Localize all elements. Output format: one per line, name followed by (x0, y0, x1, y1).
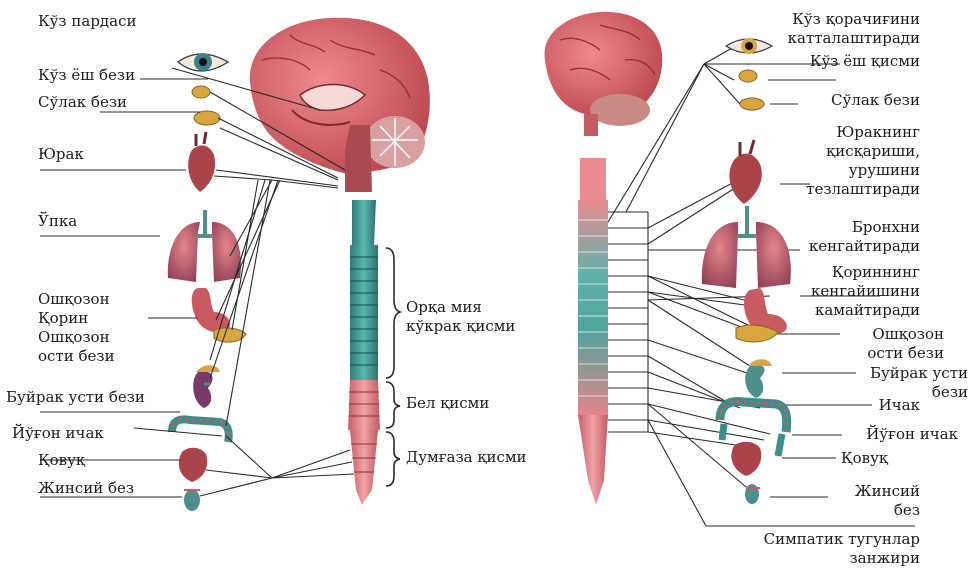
right-lacrimal-gland-icon (739, 70, 757, 82)
label-line: Симпатик тугунлар (764, 530, 920, 549)
label-lung: Ўпка (38, 212, 77, 231)
label-salivary-gland: Сўлак бези (38, 93, 127, 112)
label-right-gonad: Жинсий без (855, 482, 920, 520)
label-bronchi-dilates: Бронхни кенгайтиради (809, 218, 920, 256)
left-adrenal-kidney-icon (193, 365, 220, 408)
label-heart: Юрак (38, 145, 84, 164)
left-brain-icon (250, 18, 430, 192)
label-line: Қориннинг (811, 263, 920, 282)
label-line: урушини (806, 161, 920, 180)
right-eye-icon (726, 38, 772, 54)
label-line: без (855, 501, 920, 520)
label-line: Ошқозон (867, 325, 944, 344)
label-eye-membrane: Кўз пардаси (38, 12, 137, 31)
label-line: Ошқозон (38, 328, 115, 347)
label-sympathetic-chain: Симпатик тугунлар занжири (764, 530, 920, 568)
label-line: ости бези (867, 344, 944, 363)
label-lacrimal-part: Кўз ёш қисми (810, 52, 920, 71)
label-intestine: Ичак (879, 396, 920, 415)
label-line: ости бези (38, 347, 115, 366)
left-gonad-icon (184, 489, 200, 511)
left-lungs-icon (168, 210, 241, 282)
right-heart-icon (729, 140, 761, 204)
label-line: Жинсий (855, 482, 920, 501)
label-line: кўкрак қисми (406, 317, 515, 336)
left-salivary-gland-icon (194, 111, 220, 125)
left-heart-icon (188, 132, 215, 192)
label-bladder: Қовуқ (38, 451, 85, 470)
right-adrenal-kidney-icon (745, 359, 772, 398)
left-eye-icon (178, 53, 228, 71)
label-line: Бронхни (809, 218, 920, 237)
spine-brace-lines (386, 248, 400, 486)
label-line: тезлаштиради (806, 180, 920, 199)
label-right-salivary-gland: Сўлак бези (831, 91, 920, 110)
label-gonad: Жинсий без (38, 479, 134, 498)
label-line: Юракнинг (806, 123, 920, 142)
label-line: кенгайтиради (809, 237, 920, 256)
left-lacrimal-gland-icon (192, 86, 210, 98)
left-bladder-icon (179, 448, 207, 482)
label-line: катталаштиради (788, 29, 920, 48)
label-heart-contraction: Юракнинг қисқариши, урушини тезлаштиради (806, 123, 920, 199)
left-large-intestine-icon (172, 419, 229, 442)
label-line: Қорин (38, 309, 115, 328)
right-gonad-icon (745, 484, 760, 504)
label-lacrimal-gland: Кўз ёш бези (38, 66, 135, 85)
label-line: Кўз қорачиғини (788, 10, 920, 29)
label-line: камайтиради (811, 301, 920, 320)
label-pupil-dilates: Кўз қорачиғини катталаштиради (788, 10, 920, 48)
label-thoracic-spine: Орқа мия кўкрак қисми (406, 298, 515, 336)
label-line: Орқа мия (406, 298, 515, 317)
right-bladder-icon (731, 442, 761, 476)
label-lumbar-spine: Бел қисми (406, 394, 489, 413)
right-brain-icon (545, 12, 663, 136)
right-salivary-gland-icon (740, 98, 764, 110)
label-line: Ошқозон (38, 290, 115, 309)
label-stomach-abdomen-pancreas: Ошқозон Қорин Ошқозон ости бези (38, 290, 115, 366)
label-sacral-spine: Думғаза қисми (406, 448, 527, 467)
label-line: кенгайишини (811, 282, 920, 301)
label-right-pancreas: Ошқозон ости бези (867, 325, 944, 363)
right-lungs-icon (702, 206, 791, 288)
label-right-large-intestine: Йўғон ичак (866, 425, 958, 444)
label-line: қисқариши, (806, 142, 920, 161)
right-spinal-cord-icon (578, 158, 608, 505)
label-abdomen-dilation: Қориннинг кенгайишини камайтиради (811, 263, 920, 320)
label-right-bladder: Қовуқ (841, 449, 888, 468)
label-large-intestine: Йўғон ичак (12, 424, 104, 443)
label-line: занжири (764, 549, 920, 568)
label-adrenal-gland: Буйрак усти бези (6, 388, 145, 407)
label-line: Буйрак усти (870, 364, 968, 383)
left-spinal-cord-icon (348, 200, 380, 505)
